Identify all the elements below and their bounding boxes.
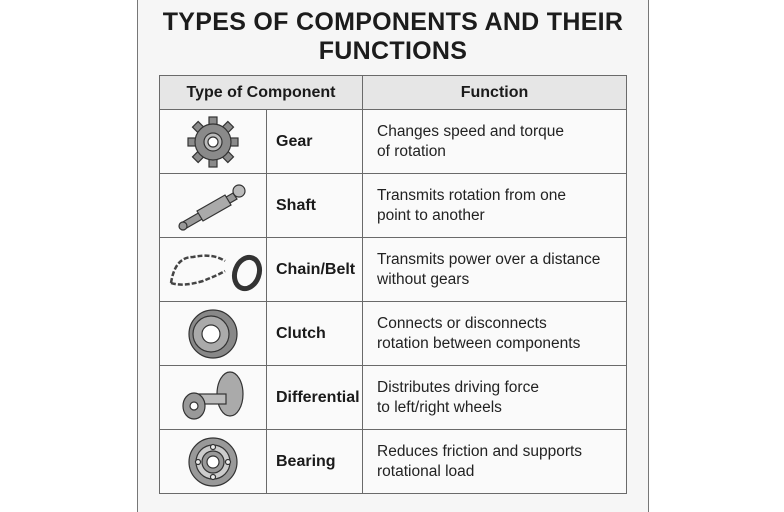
function-line: Distributes driving force: [377, 378, 539, 396]
icon-cell: [159, 109, 267, 174]
icon-cell: [159, 237, 267, 302]
function-line: of rotation: [377, 142, 446, 160]
table-row: Gear Changes speed and torque of rotation: [159, 109, 627, 174]
component-function: Distributes driving force to left/right w…: [362, 365, 627, 430]
header-type: Type of Component: [159, 75, 363, 110]
component-name: Clutch: [266, 301, 363, 366]
bearing-icon: [188, 436, 238, 487]
header-function: Function: [362, 75, 627, 110]
icon-cell: [159, 429, 267, 494]
chain-belt-icon: [169, 253, 263, 291]
table-row: Chain/Belt Transmits power over a distan…: [159, 237, 627, 302]
component-function: Transmits power over a distance without g…: [362, 237, 627, 302]
table-row: Shaft Transmits rotation from one point t…: [159, 173, 627, 238]
component-function: Transmits rotation from one point to anot…: [362, 173, 627, 238]
title-line-2: FUNCTIONS: [318, 37, 468, 65]
table-row: Bearing Reduces friction and supports rot…: [159, 429, 627, 494]
clutch-icon: [188, 308, 238, 359]
component-name: Gear: [266, 109, 363, 174]
component-function: Connects or disconnects rotation between …: [362, 301, 627, 366]
function-line: Transmits rotation from one: [377, 186, 566, 204]
component-name: Shaft: [266, 173, 363, 238]
function-line: to left/right wheels: [377, 398, 502, 416]
icon-cell: [159, 173, 267, 238]
function-line: Connects or disconnects: [377, 314, 547, 332]
table-row: Clutch Connects or disconnects rotation b…: [159, 301, 627, 366]
page-title: TYPES OF COMPONENTS AND THEIR FUNCTIONS: [138, 8, 648, 66]
component-name: Differential: [266, 365, 363, 430]
function-line: Changes speed and torque: [377, 122, 565, 140]
differential-icon: [182, 370, 244, 420]
function-line: rotation between components: [377, 334, 581, 352]
function-line: without gears: [377, 270, 470, 288]
component-function: Reduces friction and supports rotational …: [362, 429, 627, 494]
component-name: Bearing: [266, 429, 363, 494]
icon-cell: [159, 365, 267, 430]
infographic-panel: TYPES OF COMPONENTS AND THEIR FUNCTIONS …: [137, 0, 649, 512]
function-line: rotational load: [377, 462, 475, 480]
components-table: Type of Component Function Gear Changes …: [159, 75, 627, 494]
gear-icon: [187, 115, 239, 168]
shaft-icon: [178, 183, 246, 231]
table-header-row: Type of Component Function: [159, 75, 627, 110]
table-row: Differential Distributes driving force to…: [159, 365, 627, 430]
function-line: Reduces friction and supports: [377, 442, 583, 460]
component-function: Changes speed and torque of rotation: [362, 109, 627, 174]
component-name: Chain/Belt: [266, 237, 363, 302]
function-line: point to another: [377, 206, 485, 224]
title-line-1: TYPES OF COMPONENTS AND THEIR: [162, 8, 624, 36]
function-line: Transmits power over a distance: [377, 250, 601, 268]
icon-cell: [159, 301, 267, 366]
